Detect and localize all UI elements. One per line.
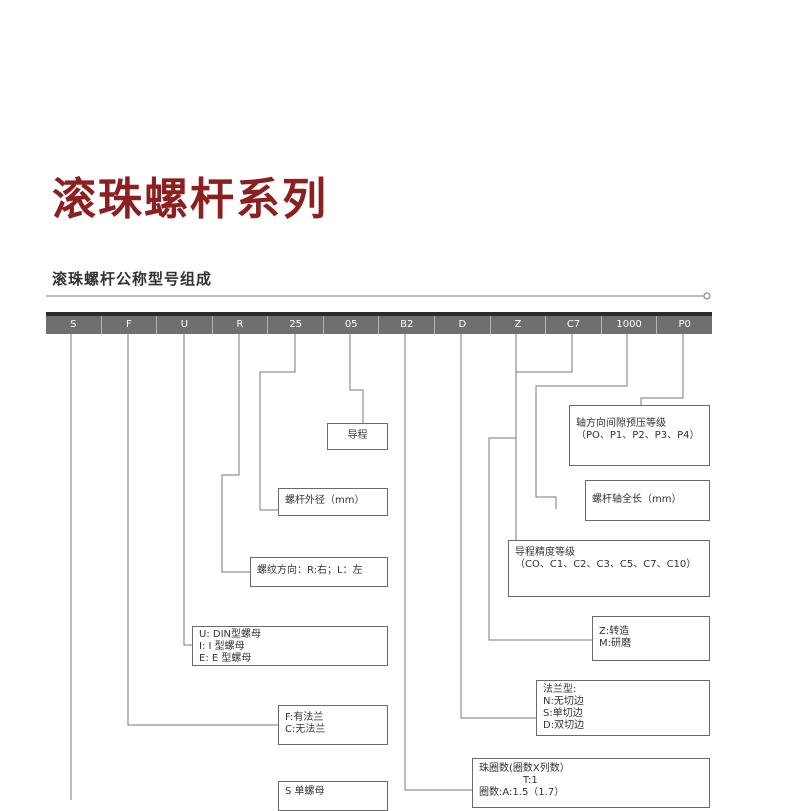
thread-direction-label: 螺纹方向：R:右；L：左 xyxy=(257,565,363,576)
connector-u xyxy=(183,334,192,646)
nut-type-line-3: E: E 型螺母 xyxy=(199,653,252,664)
code-segment: U xyxy=(156,316,212,334)
circuits-line-3: 圈数:A:1.5（1.7） xyxy=(479,787,565,798)
connector-c7 xyxy=(515,334,573,540)
page-title: 滚珠螺杆系列 xyxy=(52,174,328,225)
code-segment: 25 xyxy=(267,316,323,334)
nut-count-box: S 单螺母 xyxy=(278,781,388,811)
connector-p0 xyxy=(640,334,684,405)
flange-cut-box: 法兰型: N:无切边 S:单切边 D:双切边 xyxy=(536,680,710,736)
manufacturing-line-1: Z:转造 xyxy=(599,626,630,637)
connector-b2 xyxy=(404,334,472,791)
circuits-line-1: 珠圈数(圈数X列数） xyxy=(479,763,570,774)
preload-grade-line-2: （PO、P1、P2、P3、P4） xyxy=(576,430,700,441)
code-segment: 1000 xyxy=(600,316,657,334)
lead-precision-line-2: （CO、C1、C2、C3、C5、C7、C10） xyxy=(515,559,697,570)
code-segment: S xyxy=(70,319,77,330)
flange-cut-line-2: N:无切边 xyxy=(543,696,584,707)
connector-f xyxy=(127,334,278,726)
code-segment: D xyxy=(434,316,490,334)
connector-r xyxy=(221,334,250,573)
code-segment: F xyxy=(100,316,157,334)
code-segment: P0 xyxy=(656,316,712,334)
circuits-box: 珠圈数(圈数X列数） T:1 圈数:A:1.5（1.7） xyxy=(472,758,710,808)
code-segment: B2 xyxy=(378,316,434,334)
section-subtitle: 滚珠螺杆公称型号组成 xyxy=(52,270,213,288)
flange-cut-line-1: 法兰型: xyxy=(543,684,577,695)
connector-1000 xyxy=(535,334,628,509)
code-segment: C7 xyxy=(545,316,601,334)
connector-d xyxy=(460,334,536,719)
lead-precision-line-1: 导程精度等级 xyxy=(515,547,575,558)
code-segment: Z xyxy=(489,316,546,334)
total-length-box: 螺杆轴全长（mm） xyxy=(585,480,710,521)
header-rule-dot xyxy=(703,292,711,300)
total-length-label: 螺杆轴全长（mm） xyxy=(592,494,682,505)
flange-cut-line-4: D:双切边 xyxy=(543,720,585,731)
lead-precision-box: 导程精度等级 （CO、C1、C2、C3、C5、C7、C10） xyxy=(508,540,710,597)
circuits-line-2: T:1 xyxy=(523,775,538,786)
connector-05 xyxy=(349,334,364,423)
connector-25 xyxy=(259,334,296,511)
flange-cut-line-3: S:单切边 xyxy=(543,708,583,719)
code-segment: R xyxy=(211,316,268,334)
lead-box: 导程 xyxy=(327,423,388,450)
nut-type-line-1: U: DIN型螺母 xyxy=(199,629,261,640)
nut-type-box: U: DIN型螺母 I: I 型螺母 E: E 型螺母 xyxy=(192,626,388,666)
outer-diameter-label: 螺杆外径（mm） xyxy=(285,495,365,506)
flange-box: F:有法兰 C:无法兰 xyxy=(278,705,388,745)
lead-label: 导程 xyxy=(347,430,368,441)
manufacturing-line-2: M:研磨 xyxy=(599,638,631,649)
outer-diameter-box: 螺杆外径（mm） xyxy=(278,488,388,516)
flange-line-1: F:有法兰 xyxy=(285,712,324,723)
nut-type-line-2: I: I 型螺母 xyxy=(199,641,245,652)
flange-line-2: C:无法兰 xyxy=(285,724,326,735)
preload-grade-box: 轴方向间隙预压等级 （PO、P1、P2、P3、P4） xyxy=(569,405,710,466)
code-segment: 05 xyxy=(322,316,379,334)
thread-direction-box: 螺纹方向：R:右；L：左 xyxy=(250,557,388,587)
nut-count-line-1: S 单螺母 xyxy=(285,786,325,797)
manufacturing-box: Z:转造 M:研磨 xyxy=(592,616,710,661)
preload-grade-line-1: 轴方向间隙预压等级 xyxy=(576,418,666,429)
